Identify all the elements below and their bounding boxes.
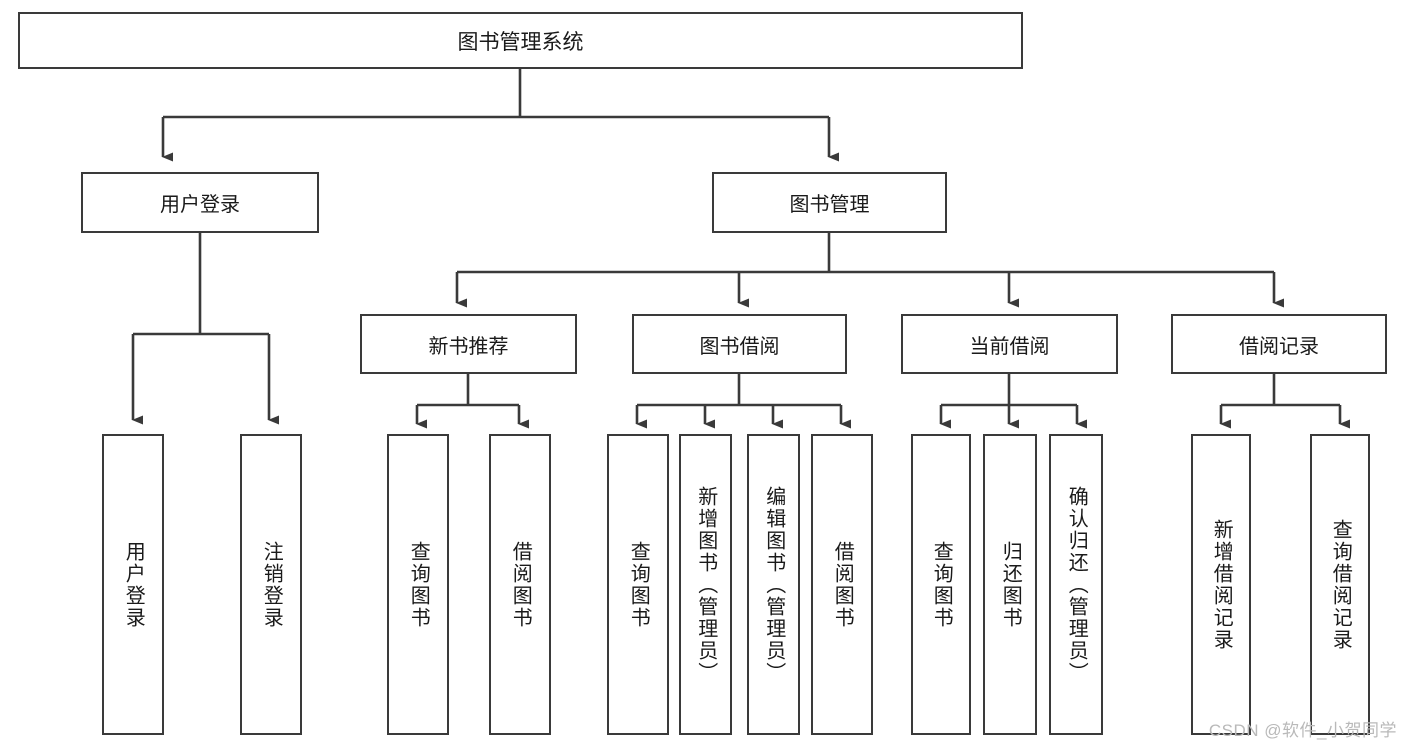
leaf-borrow-record-query[interactable]: 查询借阅记录 [1310, 434, 1370, 735]
leaf-label: 新增借阅记录 [1210, 518, 1233, 651]
node-user-login[interactable]: 用户登录 [81, 172, 319, 233]
leaf-label: 注销登录 [260, 540, 283, 629]
node-borrow-record-label: 借阅记录 [1239, 335, 1319, 358]
leaf-label: 归还图书 [999, 540, 1022, 629]
leaf-new-book-borrow[interactable]: 借阅图书 [489, 434, 551, 735]
node-book-management[interactable]: 图书管理 [712, 172, 947, 233]
leaf-label: 查询图书 [627, 540, 650, 629]
leaf-label: 查询借阅记录 [1329, 518, 1352, 651]
leaf-label: 借阅图书 [509, 540, 532, 629]
leaf-book-borrow-query[interactable]: 查询图书 [607, 434, 669, 735]
node-current-borrow-label: 当前借阅 [969, 335, 1050, 358]
node-new-book-recommend[interactable]: 新书推荐 [360, 314, 577, 374]
leaf-book-borrow-edit[interactable]: 编辑图书（管理员） [747, 434, 800, 735]
node-book-borrow[interactable]: 图书借阅 [632, 314, 847, 374]
leaf-current-borrow-return[interactable]: 归还图书 [983, 434, 1037, 735]
leaf-label: 用户登录 [122, 540, 145, 629]
leaf-user-login-logout[interactable]: 注销登录 [240, 434, 302, 735]
node-current-borrow[interactable]: 当前借阅 [901, 314, 1118, 374]
node-book-borrow-label: 图书借阅 [699, 335, 780, 358]
node-book-management-label: 图书管理 [789, 194, 870, 216]
node-root[interactable]: 图书管理系统 [18, 12, 1023, 69]
node-user-login-label: 用户登录 [160, 194, 240, 216]
leaf-label: 查询图书 [930, 540, 953, 629]
leaf-user-login-login[interactable]: 用户登录 [102, 434, 164, 735]
leaf-label: 新增图书（管理员） [694, 485, 717, 684]
leaf-label: 查询图书 [407, 540, 430, 629]
leaf-label: 确认归还（管理员） [1065, 485, 1088, 684]
watermark: CSDN @软件_小贺同学 [1208, 721, 1397, 740]
leaf-label: 借阅图书 [831, 540, 854, 629]
leaf-current-borrow-query[interactable]: 查询图书 [911, 434, 971, 735]
leaf-new-book-query[interactable]: 查询图书 [387, 434, 449, 735]
node-root-label: 图书管理系统 [457, 30, 584, 54]
node-borrow-record[interactable]: 借阅记录 [1171, 314, 1387, 374]
leaf-borrow-record-add[interactable]: 新增借阅记录 [1191, 434, 1251, 735]
leaf-book-borrow-borrow[interactable]: 借阅图书 [811, 434, 873, 735]
leaf-label: 编辑图书（管理员） [762, 485, 785, 684]
leaf-current-borrow-confirm[interactable]: 确认归还（管理员） [1049, 434, 1103, 735]
leaf-book-borrow-add[interactable]: 新增图书（管理员） [679, 434, 732, 735]
node-new-book-recommend-label: 新书推荐 [428, 335, 509, 358]
